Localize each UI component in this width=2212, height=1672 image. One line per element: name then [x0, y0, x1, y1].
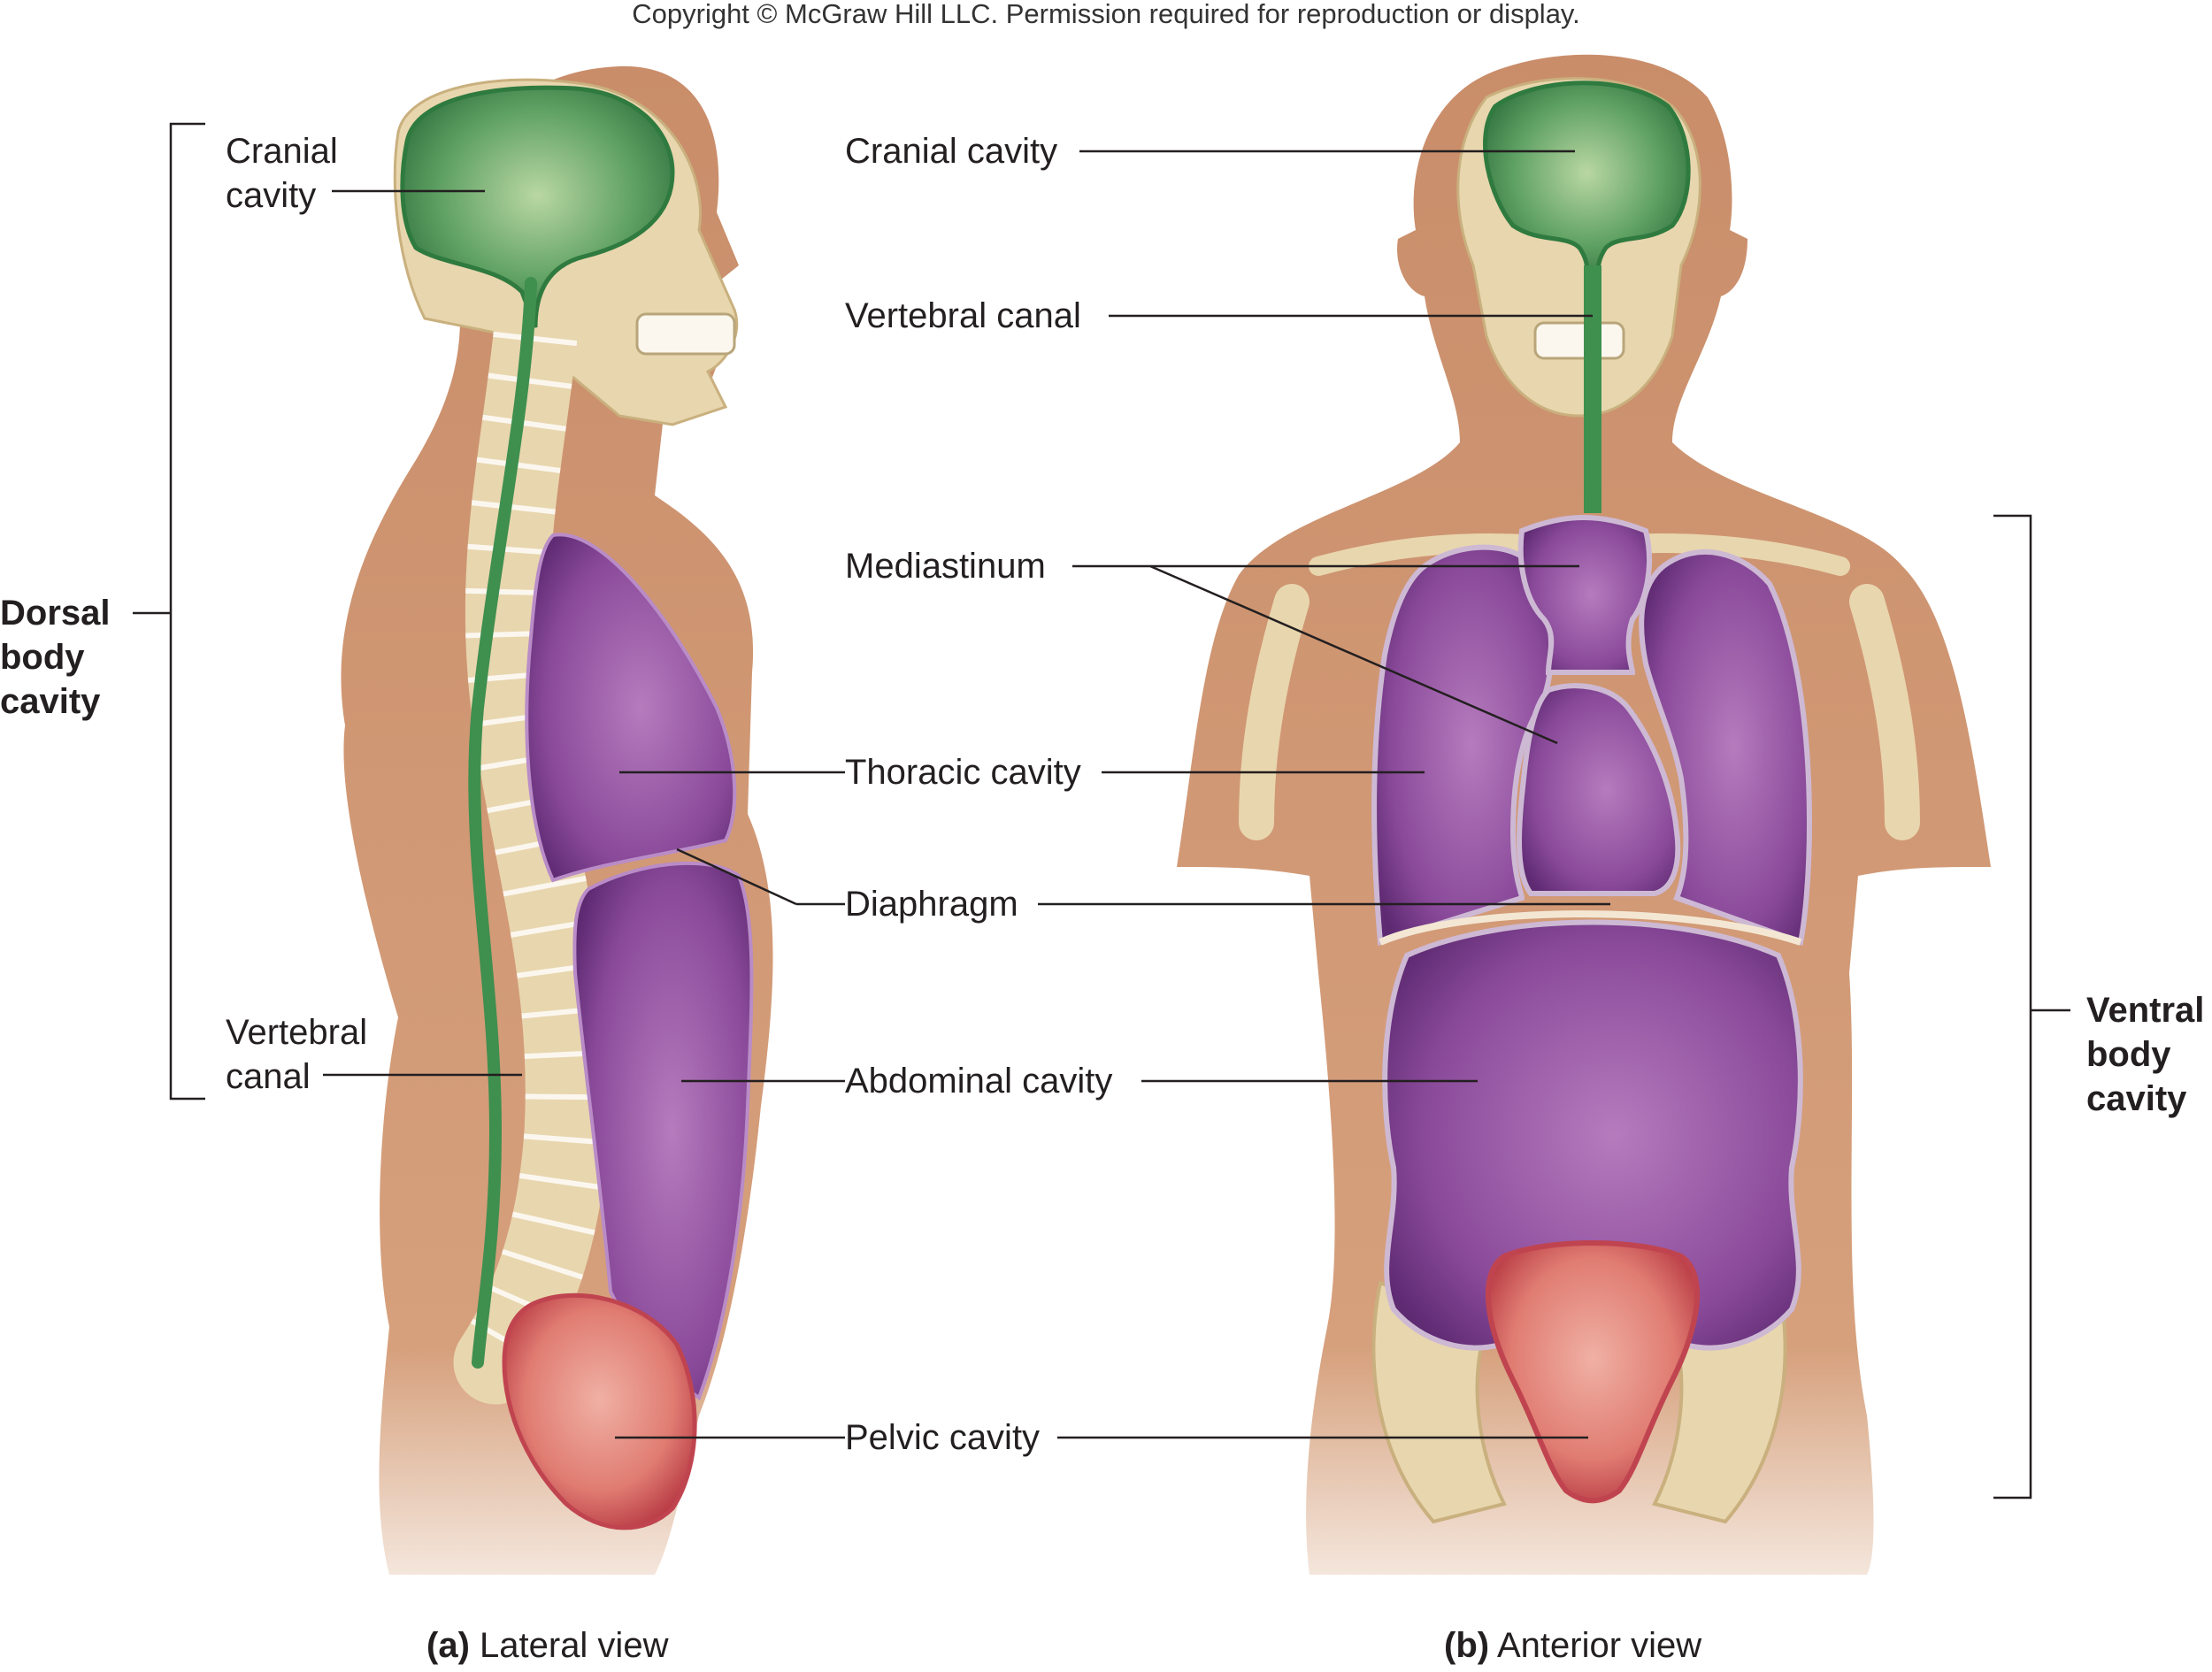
lateral-cranial-cavity-label: Cranial cavity	[226, 132, 338, 215]
diaphragm-label: Diaphragm	[845, 885, 1018, 924]
lateral-abdominal-cavity	[572, 861, 754, 1401]
mediastinum-label: Mediastinum	[845, 547, 1046, 586]
lateral-caption-letter: (a)	[426, 1626, 470, 1665]
anterior-arm-bones	[1239, 584, 1920, 840]
leader-lines	[133, 122, 2070, 1499]
anterior-thoracic-cavity-right	[1639, 548, 1813, 946]
lateral-view-caption: (a) Lateral view	[426, 1626, 668, 1666]
anterior-view-illustration	[1177, 54, 1991, 1575]
lateral-pelvic-cavity	[502, 1292, 697, 1530]
lateral-caption-text: Lateral view	[480, 1626, 669, 1665]
anterior-caption-text: Anterior view	[1496, 1626, 1702, 1665]
copyright-notice: Copyright © McGraw Hill LLC. Permission …	[632, 0, 1580, 29]
anterior-mediastinum-upper	[1517, 515, 1653, 675]
lateral-thoracic-cavity	[525, 533, 737, 883]
anterior-view-caption: (b) Anterior view	[1444, 1626, 1701, 1666]
lateral-view-illustration	[341, 65, 773, 1575]
vertebral-canal-label: Vertebral canal	[845, 296, 1081, 335]
lateral-spinal-canal	[468, 277, 537, 1369]
pelvic-cavity-label: Pelvic cavity	[845, 1418, 1041, 1457]
anterior-pelvic-cavity	[1485, 1240, 1701, 1504]
lateral-vertebral-discs	[460, 331, 610, 1386]
dorsal-body-cavity-label: Dorsal body cavity	[0, 594, 111, 721]
thoracic-cavity-label: Thoracic cavity	[845, 753, 1081, 792]
lateral-vertebral-canal-label: Vertebral canal	[226, 1013, 368, 1096]
ventral-body-cavity-label: Ventral body cavity	[2086, 991, 2205, 1118]
lateral-teeth	[635, 312, 736, 356]
anterior-cranial-cavity	[1483, 81, 1691, 286]
anterior-teeth	[1533, 321, 1625, 360]
cranial-cavity-label: Cranial cavity	[845, 132, 1058, 171]
anterior-diaphragm	[1379, 910, 1802, 946]
anterior-caption-letter: (b)	[1444, 1626, 1490, 1665]
lateral-cranial-cavity	[400, 85, 675, 328]
abdominal-cavity-label: Abdominal cavity	[845, 1062, 1113, 1101]
anterior-mediastinum-heart	[1517, 683, 1681, 896]
